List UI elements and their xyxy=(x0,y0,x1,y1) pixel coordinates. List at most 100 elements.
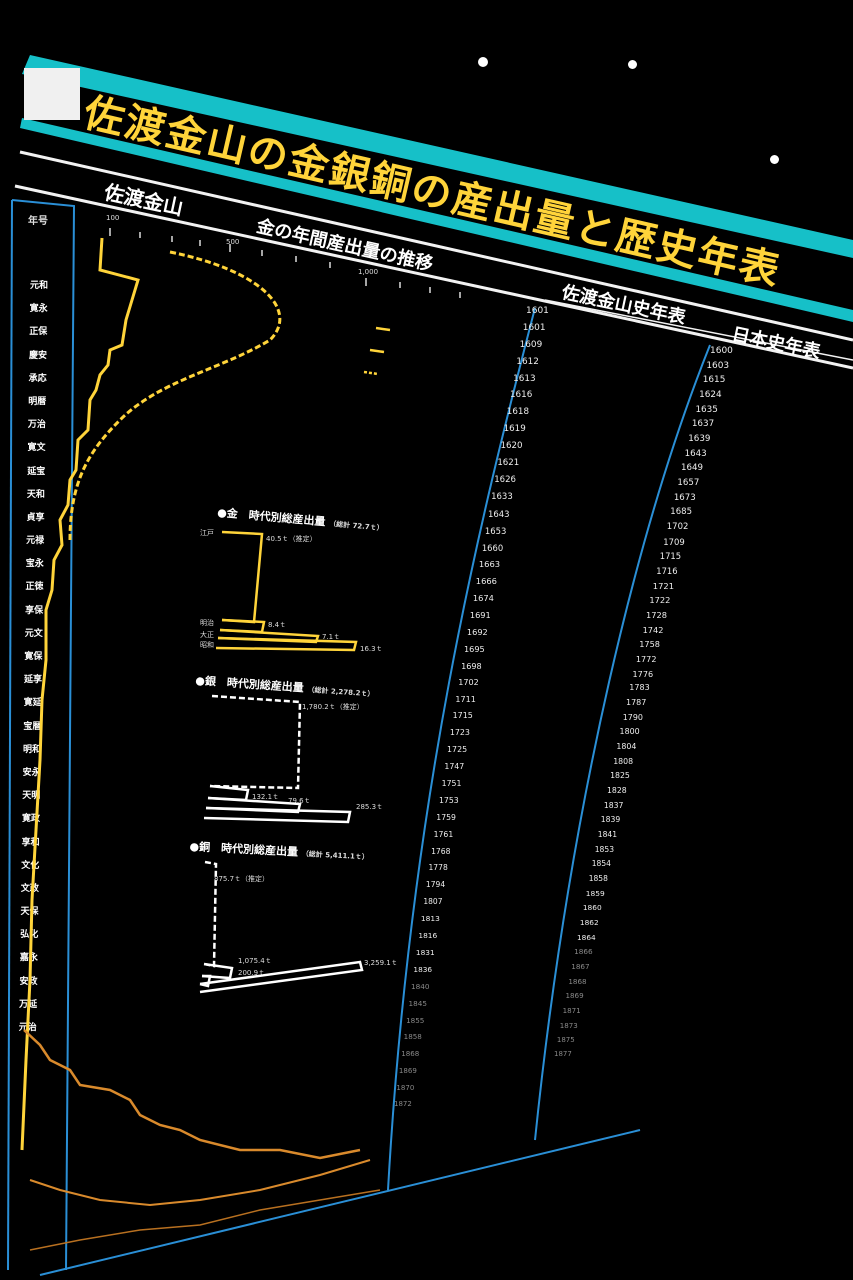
scale-500: 500 xyxy=(226,238,240,246)
era-label: 嘉永 xyxy=(19,953,38,964)
japan-year: 1615 xyxy=(702,375,726,386)
japan-year: 1804 xyxy=(616,742,637,751)
japan-year: 1853 xyxy=(594,844,615,854)
copper-line-3 xyxy=(29,1189,381,1251)
history-year: 1601 xyxy=(522,322,546,333)
scale-100: 100 xyxy=(106,214,120,222)
ceiling-light xyxy=(770,155,779,164)
era-label: 慶安 xyxy=(28,350,47,361)
era-label: 文政 xyxy=(20,883,39,894)
era-label: 延享 xyxy=(24,675,43,686)
history-year: 1711 xyxy=(455,694,476,704)
japan-year: 1867 xyxy=(571,962,590,971)
era-label: 貞享 xyxy=(26,512,45,523)
history-year: 1869 xyxy=(398,1066,417,1076)
japan-year: 1858 xyxy=(588,874,608,883)
japan-year: 1859 xyxy=(585,888,605,898)
copper-meiji-value: 1,075.4ｔ xyxy=(238,957,272,965)
era-label: 享保 xyxy=(25,605,44,616)
japan-year: 1637 xyxy=(691,419,715,430)
history-year: 1601 xyxy=(526,306,549,316)
era-label: 寛政 xyxy=(21,814,40,825)
history-year: 1660 xyxy=(481,542,504,553)
copper-taisho-value: 200.9ｔ xyxy=(238,969,266,977)
era-label: 天明 xyxy=(22,791,41,802)
gold-edo-value: 40.5ｔ（推定） xyxy=(266,535,317,543)
japan-year: 1685 xyxy=(670,507,692,518)
history-year: 1747 xyxy=(444,762,465,772)
copper-showa-value: 3,259.1ｔ xyxy=(364,959,398,967)
japan-year: 1635 xyxy=(695,404,718,415)
history-year: 1816 xyxy=(418,931,438,941)
history-year: 1619 xyxy=(503,424,526,435)
japan-year: 1673 xyxy=(673,492,696,503)
era-label: 宝永 xyxy=(25,559,44,570)
history-year: 1643 xyxy=(487,508,510,519)
ceiling-light xyxy=(478,57,488,67)
era-label: 寛延 xyxy=(23,698,42,709)
japan-year: 1875 xyxy=(556,1035,575,1045)
japan-year: 1871 xyxy=(562,1006,581,1015)
japan-year: 1864 xyxy=(577,932,596,942)
history-year: 1663 xyxy=(478,559,501,570)
era-label: 正保 xyxy=(29,327,48,338)
history-year: 1612 xyxy=(516,356,539,367)
history-year: 1831 xyxy=(415,947,435,957)
era-label: 享和 xyxy=(21,837,40,848)
silver-total: （総計 2,278.2ｔ） xyxy=(307,685,375,699)
era-label: 寛永 xyxy=(29,304,48,315)
japan-year: 1643 xyxy=(684,448,707,459)
history-year: 1725 xyxy=(447,745,468,755)
copper-edo-value: 875.7ｔ（推定） xyxy=(214,875,270,883)
japan-year: 1758 xyxy=(639,639,660,650)
era-label: 元和 xyxy=(30,281,49,291)
history-year: 1613 xyxy=(513,373,536,384)
history-year: 1715 xyxy=(452,711,473,721)
era-label: 万治 xyxy=(27,420,46,431)
era-label: 天和 xyxy=(26,489,45,500)
japan-year: 1854 xyxy=(591,859,611,869)
history-year: 1868 xyxy=(401,1049,420,1059)
japan-year: 1828 xyxy=(606,786,627,795)
copper-total: （総計 5,411.1ｔ） xyxy=(301,849,370,862)
history-year: 1698 xyxy=(461,660,482,671)
japan-year: 1772 xyxy=(635,654,657,664)
legend-marks xyxy=(363,326,391,376)
history-year: 1621 xyxy=(497,458,520,469)
japan-year: 1721 xyxy=(652,580,674,591)
japan-year: 1839 xyxy=(600,815,621,825)
history-year: 1845 xyxy=(408,998,427,1008)
japan-year: 1728 xyxy=(645,610,667,620)
history-year: 1794 xyxy=(425,880,446,890)
era-label: 寛保 xyxy=(24,652,43,662)
japan-year: 1869 xyxy=(565,991,584,1001)
silver-period-chart xyxy=(203,694,352,824)
history-year: 1778 xyxy=(428,863,448,873)
japan-year: 1722 xyxy=(649,595,671,606)
gold-showa-label: 昭和 xyxy=(200,641,214,649)
japan-year: 1716 xyxy=(656,566,678,576)
gold-period-chart xyxy=(215,530,358,652)
japan-year: 1783 xyxy=(629,683,650,693)
history-year: 1753 xyxy=(438,795,459,805)
history-year: 1633 xyxy=(491,491,513,502)
history-year: 1858 xyxy=(403,1032,422,1042)
era-label: 承応 xyxy=(28,373,47,384)
japan-year: 1649 xyxy=(681,463,704,474)
history-year: 1691 xyxy=(469,610,491,621)
silver-taisho-value: 79.6ｔ xyxy=(288,797,311,805)
era-label: 正徳 xyxy=(25,582,44,593)
era-label: 文化 xyxy=(21,860,40,871)
era-label: 元文 xyxy=(24,628,43,639)
history-year: 1761 xyxy=(433,829,454,839)
history-year: 1813 xyxy=(420,914,440,924)
japan-year: 1624 xyxy=(699,390,722,400)
history-year: 1653 xyxy=(484,525,507,536)
history-year: 1751 xyxy=(441,779,462,789)
gold-meiji-label: 明治 xyxy=(200,619,214,627)
ceiling-light xyxy=(628,60,637,69)
era-label: 安永 xyxy=(22,767,41,778)
gold-annual-line xyxy=(20,237,140,1151)
